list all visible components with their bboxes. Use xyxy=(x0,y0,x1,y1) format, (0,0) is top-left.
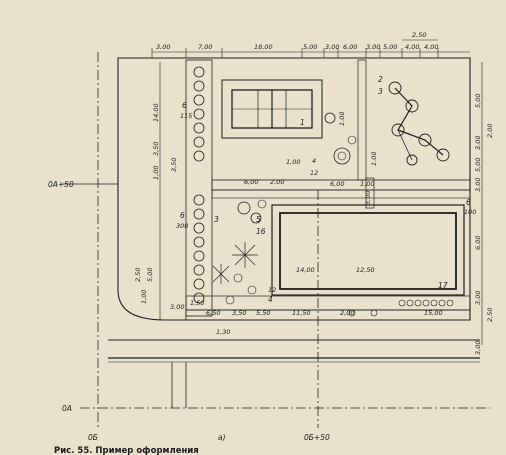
right-dimensions: 5,00 2,00 3,00 5,00 3,00 6,00 3,00 3,00 … xyxy=(474,94,494,355)
dim-top-6: 3,00 xyxy=(366,43,380,51)
dim-left-6: 1,00 xyxy=(140,290,148,304)
label-2: 2 xyxy=(378,75,383,84)
label-16: 16 xyxy=(256,227,266,236)
label-1: 1 xyxy=(300,118,305,127)
dim-4: 4 xyxy=(312,157,316,165)
label-4: 4 xyxy=(268,295,273,304)
dim-v-1: 1,00 xyxy=(370,152,378,166)
dim-top-extra: 2,50 xyxy=(412,31,426,39)
axis-h1: 0А+50 xyxy=(48,180,74,189)
decor-trees-upper-right xyxy=(388,81,450,166)
dim-right-7: 3,00 xyxy=(474,341,482,355)
dim-top-2: 18,00 xyxy=(254,43,273,51)
star-shrubs xyxy=(212,242,258,284)
walkway-bottom xyxy=(185,295,471,311)
label-6c: 6 xyxy=(466,198,471,207)
axis-h2: 0А xyxy=(62,404,72,413)
dim-left-2: 1,00 xyxy=(152,166,160,180)
dim-strip-c: 6,00 xyxy=(330,180,344,188)
dim-left-0: 14,00 xyxy=(152,103,160,122)
dim-strip-b: 2,00 xyxy=(270,178,284,186)
dim-top-0: 3,00 xyxy=(156,43,170,51)
dim-walk-1: 1,00 xyxy=(338,112,346,126)
dim-b-115: 11,50 xyxy=(292,309,311,317)
pool-outer xyxy=(271,204,465,296)
dim-top-4: 3,00 xyxy=(325,43,339,51)
dim-top-9: 4,00 xyxy=(424,43,438,51)
dim-right-0: 5,00 xyxy=(474,94,482,108)
dim-right-2: 3,00 xyxy=(474,136,482,150)
dim-b-15: 15,00 xyxy=(424,309,443,317)
callout-labels: 1 2 3 3 5 6 6 6 115 300 100 16 17 4 12 xyxy=(176,75,476,304)
top-dimensions: 3,00 7,00 18,00 5,00 3,00 6,00 3,00 5,00… xyxy=(156,31,438,51)
dim-right-8: 2,50 xyxy=(486,308,494,322)
dim-pool-w2: 12,50 xyxy=(356,266,375,274)
dim-b-6: 6,50 xyxy=(206,309,220,317)
dim-left-1: 3,50 xyxy=(152,142,160,156)
label-17: 17 xyxy=(438,281,448,290)
dim-right-4: 3,00 xyxy=(474,178,482,192)
dim-right-5: 6,00 xyxy=(474,236,482,250)
label-12: 12 xyxy=(268,286,276,294)
label-115: 115 xyxy=(180,112,192,120)
dim-strip-d: 1,00 xyxy=(360,180,374,188)
axis-v2: 0Б+50 xyxy=(304,433,330,442)
court-outer xyxy=(221,79,323,139)
lot-area xyxy=(117,57,471,321)
dim-top-5: 6,00 xyxy=(343,43,357,51)
tree-row xyxy=(193,66,205,304)
dim-strip-a: 6,00 xyxy=(244,178,258,186)
label-6b: 6 xyxy=(180,211,185,220)
label-300: 300 xyxy=(176,222,188,230)
figure-caption: Рис. 55. Пример оформления xyxy=(54,446,199,455)
dim-pool-w1: 14,00 xyxy=(296,266,315,274)
dim-top-8: 4,00 xyxy=(405,43,419,51)
inner-dimensions: 1,00 1,00 6,00 2,00 6,00 1,00 12 4 14,00… xyxy=(170,112,443,336)
flower-beds xyxy=(225,112,357,305)
dim-right-6: 3,00 xyxy=(474,291,482,305)
bottom-circles xyxy=(348,299,454,317)
dim-top-1: 7,00 xyxy=(198,43,212,51)
dim-b-2: 2,00 xyxy=(340,309,354,317)
label-100: 100 xyxy=(464,208,476,216)
dim-right-3: 5,00 xyxy=(474,158,482,172)
dim-left-4: 2,50 xyxy=(134,268,142,282)
label-6a: 6 xyxy=(182,101,187,110)
left-dimensions: 14,00 3,50 1,00 3,50 2,50 5,00 1,00 xyxy=(134,103,178,304)
dim-walk-2: 1,00 xyxy=(286,158,300,166)
dim-left-5: 5,00 xyxy=(146,268,154,282)
dim-top-3: 5,00 xyxy=(303,43,317,51)
label-3a: 3 xyxy=(378,87,383,96)
dim-right-1: 2,00 xyxy=(486,124,494,138)
panel-label: а) xyxy=(218,433,226,442)
pool-inner xyxy=(279,212,457,290)
label-3b: 3 xyxy=(214,215,219,224)
dim-b-1: 1,50 xyxy=(190,299,204,307)
dim-12: 12 xyxy=(310,169,318,177)
dim-b-3a: 3,00 xyxy=(170,303,184,311)
label-5: 5 xyxy=(256,215,261,224)
axis-v1: 0Б xyxy=(88,433,98,442)
dim-b-130: 1,30 xyxy=(216,328,230,336)
tree-alley xyxy=(185,59,213,317)
dim-v-3: 3,00 xyxy=(364,191,372,205)
dim-b-35: 3,50 xyxy=(232,309,246,317)
dim-b-5: 5,50 xyxy=(256,309,270,317)
dim-left-3: 3,50 xyxy=(170,158,178,172)
dim-top-7: 5,00 xyxy=(383,43,397,51)
